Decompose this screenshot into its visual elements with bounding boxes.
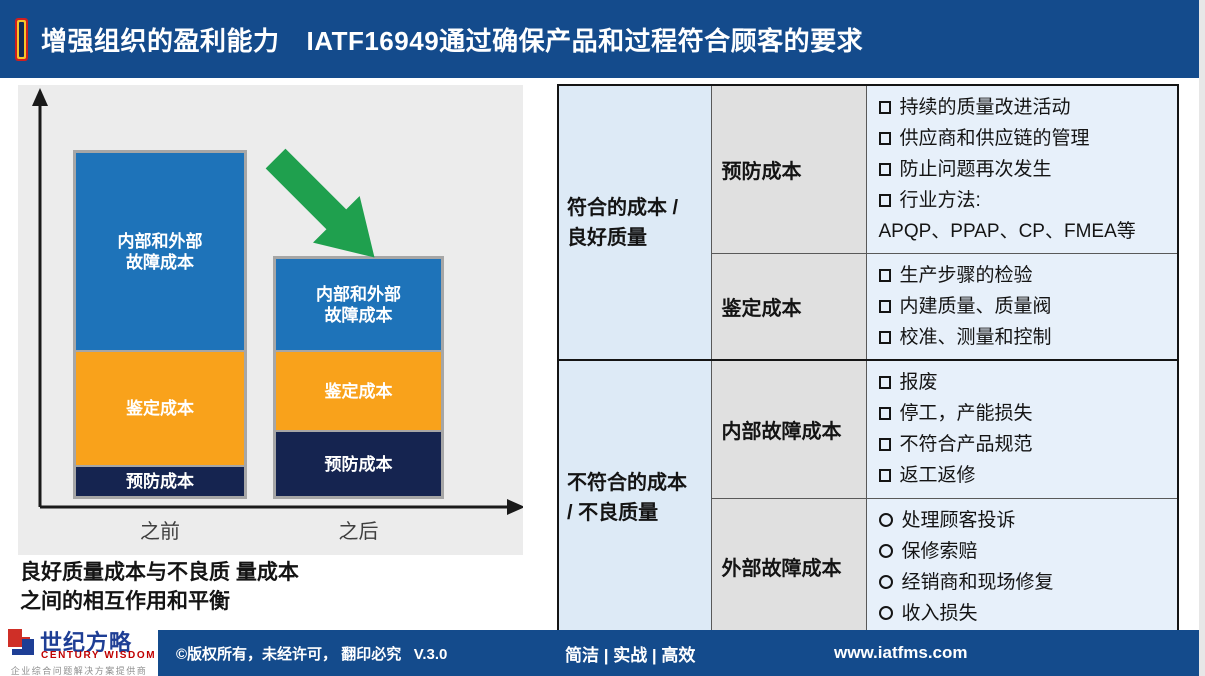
type-external-failure-cost: 外部故障成本 — [710, 497, 867, 636]
category-conformance-line2: 良好质量 — [567, 226, 647, 249]
category-conformance-line1: 符合的成本 / — [567, 196, 679, 219]
square-bullet-icon — [878, 269, 891, 282]
cost-chart-panel: 内部和外部故障成本鉴定成本预防成本 内部和外部故障成本鉴定成本预防成本 之前 之… — [18, 85, 523, 555]
list-item: 报废 — [878, 367, 1174, 398]
right-edge-strip — [1199, 0, 1205, 676]
list-item: 停工，产能损失 — [878, 398, 1174, 429]
bar-segment-label: 预防成本 — [324, 454, 393, 474]
bar-segment: 内部和外部故障成本 — [76, 153, 244, 350]
bar-segment-label: 预防成本 — [126, 472, 194, 491]
square-bullet-icon — [878, 300, 891, 313]
bar-segment: 鉴定成本 — [276, 352, 441, 430]
square-bullet-icon — [878, 438, 891, 452]
header-bar: 增强组织的盈利能力 IATF16949通过确保产品和过程符合顾客的要求 — [0, 0, 1199, 78]
detail-prevention-cost: 持续的质量改进活动 供应商和供应链的管理 防止问题再次发生 行业方法: APQP… — [865, 84, 1179, 254]
list-item: 生产步骤的检验 — [878, 260, 1174, 291]
bar-after: 内部和外部故障成本鉴定成本预防成本 — [273, 256, 444, 499]
list-item: 返工返修 — [878, 460, 1174, 491]
bar-segment: 预防成本 — [76, 467, 244, 496]
square-bullet-icon — [878, 101, 891, 114]
page-title: 增强组织的盈利能力 IATF16949通过确保产品和过程符合顾客的要求 — [41, 0, 863, 78]
circle-bullet-icon — [878, 606, 893, 620]
square-bullet-icon — [878, 376, 891, 390]
type-internal-failure-cost: 内部故障成本 — [710, 359, 867, 499]
logo-name-cn: 世纪方略 — [40, 630, 133, 655]
x-label-before: 之前 — [140, 521, 180, 543]
list-item-continuation: APQP、PPAP、CP、FMEA等 — [878, 221, 1136, 242]
category-nonconformance-line2: / 不良质量 — [567, 501, 659, 524]
title-accent-bar — [15, 18, 28, 61]
square-bullet-icon — [878, 194, 891, 207]
circle-bullet-icon — [878, 513, 893, 527]
bar-segment: 预防成本 — [276, 432, 441, 496]
cost-table: 符合的成本 / 良好质量 预防成本 持续的质量改进活动 供应商和供应链的管理 防… — [557, 84, 1179, 637]
logo-tagline: 企业综合问题解决方案提供商 — [10, 666, 148, 676]
logo-name-en: CENTURY WISDOM — [41, 650, 157, 661]
bar-segment-label: 鉴定成本 — [324, 381, 393, 401]
list-item: 收入损失 — [878, 598, 1174, 629]
list-item: 处理顾客投诉 — [878, 505, 1174, 536]
footer-bar: ©版权所有，未经许可， 翻印必究 V.3.0 简洁 | 实战 | 高效 www.… — [158, 630, 1199, 676]
list-item: 内建质量、质量阀 — [878, 291, 1174, 322]
bar-segment-label: 鉴定成本 — [126, 399, 194, 418]
title-accent-core — [19, 22, 24, 57]
list-item: 持续的质量改进活动 — [878, 92, 1174, 123]
category-nonconformance-line1: 不符合的成本 — [567, 471, 687, 494]
list-item: 行业方法: — [878, 185, 1174, 216]
circle-bullet-icon — [878, 544, 893, 558]
list-item: 不符合产品规范 — [878, 429, 1174, 460]
square-bullet-icon — [878, 163, 891, 176]
detail-appraisal-cost: 生产步骤的检验 内建质量、质量阀 校准、测量和控制 — [865, 253, 1179, 361]
detail-external-failure-cost: 处理顾客投诉 保修索赔 经销商和现场修复 收入损失 — [865, 497, 1179, 636]
type-appraisal-cost: 鉴定成本 — [710, 253, 867, 361]
company-logo: 世纪方略 CENTURY WISDOM 企业综合问题解决方案提供商 — [0, 622, 158, 676]
list-item: 校准、测量和控制 — [878, 322, 1174, 353]
slogan-text: 简洁 | 实战 | 高效 — [565, 645, 696, 665]
bar-before: 内部和外部故障成本鉴定成本预防成本 — [73, 150, 247, 499]
bar-segment-label: 内部和外部 — [316, 284, 401, 304]
chart-caption: 良好质量成本与不良质 量成本 之间的相互作用和平衡 — [20, 558, 299, 616]
detail-internal-failure-cost: 报废 停工，产能损失 不符合产品规范 返工返修 — [865, 359, 1179, 499]
bar-segment-label: 内部和外部 — [117, 231, 203, 251]
category-nonconformance: 不符合的成本 / 不良质量 — [557, 359, 712, 636]
copyright-text: ©版权所有，未经许可， 翻印必究 V.3.0 — [176, 645, 448, 663]
x-label-after: 之后 — [338, 521, 379, 543]
square-bullet-icon — [878, 331, 891, 344]
square-bullet-icon — [878, 407, 891, 421]
list-item: 保修索赔 — [878, 536, 1174, 567]
list-item: 供应商和供应链的管理 — [878, 123, 1174, 154]
decrease-arrow-icon — [265, 148, 375, 258]
bar-segment-label: 故障成本 — [126, 252, 194, 272]
chart-axes — [32, 88, 523, 515]
square-bullet-icon — [878, 132, 891, 145]
type-prevention-cost: 预防成本 — [710, 84, 867, 254]
page-title-left: 增强组织的盈利能力 — [41, 25, 280, 56]
website-text: www.iatfms.com — [834, 643, 968, 662]
bar-segment: 鉴定成本 — [76, 352, 244, 465]
category-conformance: 符合的成本 / 良好质量 — [557, 84, 712, 361]
circle-bullet-icon — [878, 575, 893, 589]
title-accent-inner — [17, 20, 26, 59]
bar-segment: 内部和外部故障成本 — [276, 259, 441, 350]
x-axis-arrowhead-icon — [507, 499, 523, 515]
square-bullet-icon — [878, 469, 891, 483]
chart-caption-line1: 良好质量成本与不良质 量成本 — [20, 561, 299, 584]
logo-steps-icon — [8, 629, 34, 655]
list-item: 经销商和现场修复 — [878, 567, 1174, 598]
page-title-right: IATF16949通过确保产品和过程符合顾客的要求 — [306, 25, 864, 56]
y-axis-arrowhead-icon — [32, 88, 48, 106]
bar-segment-label: 故障成本 — [324, 305, 393, 325]
list-item: 防止问题再次发生 — [878, 154, 1174, 185]
chart-caption-line2: 之间的相互作用和平衡 — [20, 590, 230, 613]
